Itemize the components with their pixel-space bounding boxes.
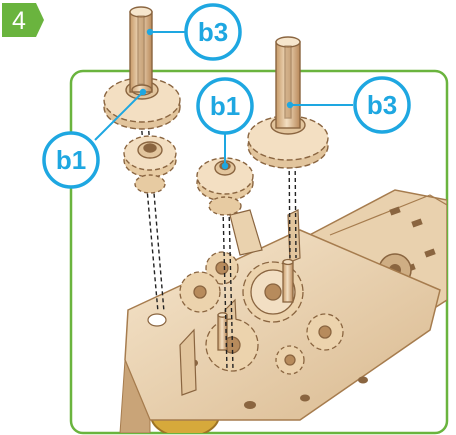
callout-label: b3: [198, 17, 228, 47]
callout-b3-top-left: b3: [147, 5, 240, 59]
step-number: 4: [12, 7, 26, 35]
callout-label: b3: [367, 90, 397, 120]
callout-label: b1: [210, 91, 240, 121]
step-badge: 4: [2, 3, 44, 37]
callout-label: b1: [56, 145, 86, 175]
